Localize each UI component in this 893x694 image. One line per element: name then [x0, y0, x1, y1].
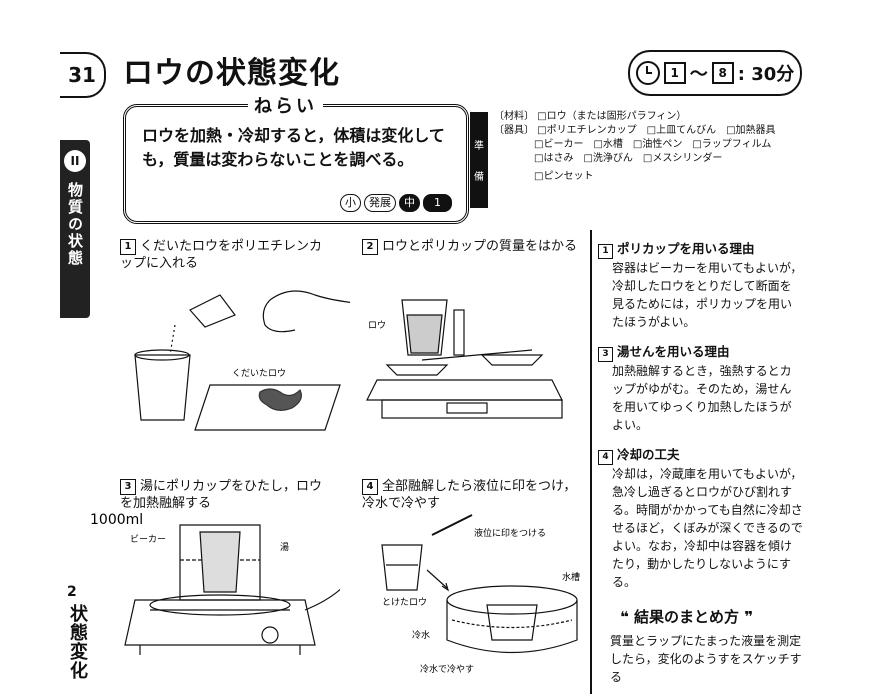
figure-label: とけたロウ — [382, 597, 427, 608]
badge-elementary: 小 — [340, 194, 361, 212]
step-text: ロウとポリカップの質量をはかる — [382, 239, 578, 254]
figure-label: 冷水 — [412, 629, 430, 641]
badge-junior-high: 中 — [399, 194, 420, 212]
summary-deco-icon: ❞ — [744, 608, 754, 626]
summary-title: 結果のまとめ方 — [634, 608, 740, 626]
figure-label: くだいたロウ — [232, 368, 286, 379]
level-badges: 小 発展 中 1 — [340, 194, 452, 212]
figure-label: ビーカー — [130, 534, 166, 545]
note-body: 容器はビーカーを用いてもよいが，冷却したロウをとりだして断面を見るためには，ポリ… — [612, 261, 803, 329]
materials-line: □ピンセット — [494, 171, 594, 182]
time-tilde: 〜 — [689, 64, 708, 85]
note-number: 3 — [598, 347, 613, 362]
clock-icon — [635, 61, 660, 85]
prep-label-top: 準 — [474, 141, 484, 152]
note-heading: 1 ポリカップを用いる理由 — [598, 240, 803, 259]
time-duration: : 30分 — [737, 64, 795, 85]
figure-label: 水槽 — [562, 571, 580, 583]
chapter-title: 物質の状態 — [66, 182, 84, 267]
materials-line: 〔材料〕 □ロウ（または固形パラフィン） — [494, 111, 687, 122]
illustration-step-2: ロウ — [366, 299, 563, 419]
time-from: 1 — [663, 62, 686, 84]
materials-line: 〔器具〕 □ポリエチレンカップ □上皿てんびん □加熱器具 — [494, 125, 776, 136]
notes-column: 1 ポリカップを用いる理由 容器はビーカーを用いてもよいが，冷却したロウをとりだし… — [598, 238, 803, 603]
summary-heading: ❝ 結果のまとめ方 ❞ — [620, 606, 753, 627]
handwritten-annotation: 1000ml — [90, 512, 144, 528]
step-number: 3 — [120, 478, 136, 495]
figure-label: 湯 — [280, 542, 289, 553]
time-to: 8 — [711, 62, 734, 84]
illustration-step-3: ビーカー 湯 — [124, 524, 340, 655]
aim-label: ねらい — [248, 92, 323, 118]
page-number: 31 — [60, 52, 106, 98]
figure-label: 冷水で冷やす — [420, 663, 474, 675]
column-divider — [590, 230, 592, 694]
badge-advanced: 発展 — [364, 194, 396, 212]
figure-label: ロウ — [368, 320, 386, 331]
illustration-step-4: 液位に印をつける とけたロウ 水槽 冷水 冷水で冷やす — [381, 514, 580, 675]
note-number: 1 — [598, 244, 613, 259]
preparation-label: 準 備 — [470, 112, 488, 208]
note-heading: 4 冷却の工夫 — [598, 446, 803, 465]
step-number: 4 — [362, 478, 378, 495]
note-body: 冷却は，冷蔵庫を用いてもよいが，急冷し過ぎるとロウがひび割れする。時間がかかって… — [612, 467, 803, 589]
step-text: くだいたロウをポリエチレンカップに入れる — [120, 239, 323, 271]
step-number: 1 — [120, 238, 136, 255]
note-title: 冷却の工夫 — [617, 447, 680, 462]
note-title: 湯せんを用いる理由 — [617, 344, 730, 359]
step-text: 湯にポリカップをひたし，ロウを加熱融解する — [120, 479, 323, 511]
aim-text: ロウを加熱・冷却すると，体積は変化しても，質量は変わらないことを調べる。 — [142, 126, 445, 169]
section-number: 2 — [67, 584, 77, 600]
chapter-number: II — [64, 150, 86, 172]
illustration-step-1: くだいたロウ — [134, 290, 350, 431]
note-body: 加熱融解するとき，強熱するとカップがゆがむ。そのため，湯せんを用いてゆっくり加熱… — [612, 364, 792, 432]
step-text: 全部融解したら液位に印をつけ，冷水で冷やす — [362, 479, 577, 511]
section-title: 状態変化 — [67, 604, 88, 680]
badge-grade: 1 — [423, 194, 452, 212]
step-number: 2 — [362, 238, 378, 255]
prep-label-bottom: 備 — [474, 172, 484, 183]
materials-line: □ビーカー □水槽 □油性ペン □ラップフィルム — [494, 139, 772, 150]
materials-line: □はさみ □洗浄びん □メスシリンダー — [494, 153, 723, 164]
note-title: ポリカップを用いる理由 — [617, 241, 755, 256]
figure-label: 液位に印をつける — [474, 527, 546, 539]
page-title: ロウの状態変化 — [123, 56, 340, 91]
note-number: 4 — [598, 450, 613, 465]
time-badge: 1 〜 8 : 30分 — [628, 50, 802, 96]
materials-list: 〔材料〕 □ロウ（または固形パラフィン） 〔器具〕 □ポリエチレンカップ □上皿… — [494, 110, 824, 184]
step-2: 2 ロウとポリカップの質量をはかる — [362, 238, 582, 255]
note-heading: 3 湯せんを用いる理由 — [598, 343, 803, 362]
summary-deco-icon: ❝ — [620, 608, 629, 626]
summary-body: 質量とラップにたまった液量を測定したら，変化のようすをスケッチする — [610, 634, 802, 684]
